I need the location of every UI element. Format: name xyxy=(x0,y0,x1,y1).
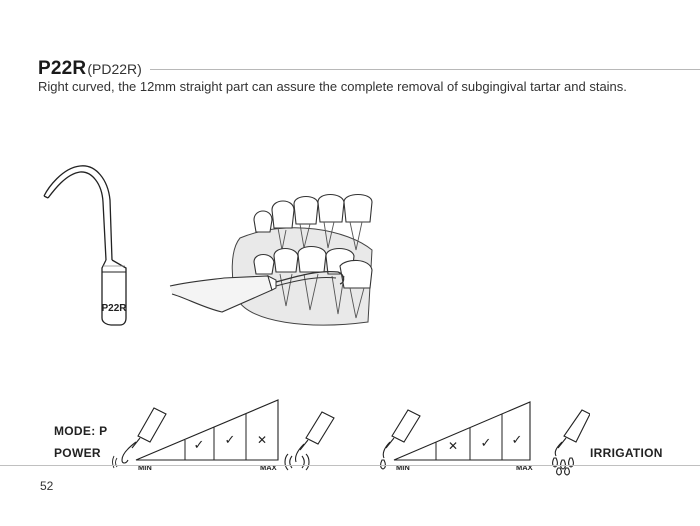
power-mark-1: ✓ xyxy=(194,438,205,453)
product-alt-code: (PD22R) xyxy=(87,61,142,77)
power-label: POWER xyxy=(54,446,101,460)
footer-divider xyxy=(0,465,700,466)
power-mark-2: ✓ xyxy=(225,433,236,448)
irrigation-min-label: MIN xyxy=(396,463,410,472)
irrigation-mark-1: ✕ xyxy=(448,439,458,453)
power-max-label: MAX xyxy=(260,463,277,472)
irrigation-mark-2: ✓ xyxy=(481,436,492,451)
irrigation-max-icon xyxy=(552,409,590,476)
power-scale-graphic: ✓ ✓ ✕ MIN MAX xyxy=(112,399,335,472)
irrigation-min-icon xyxy=(380,409,421,470)
tip-engraving: P22R xyxy=(101,303,127,314)
power-mark-3: ✕ xyxy=(257,433,267,447)
title-row: P22R (PD22R) xyxy=(38,58,700,80)
header: P22R (PD22R) Right curved, the 12mm stra… xyxy=(38,58,700,93)
scaler-tip-illustration: P22R xyxy=(43,165,127,326)
scaler-min-icon xyxy=(112,407,167,469)
irrigation-max-label: MAX xyxy=(516,463,533,472)
scaler-max-icon xyxy=(284,411,335,471)
product-description: Right curved, the 12mm straight part can… xyxy=(38,79,627,94)
power-min-label: MIN xyxy=(138,463,152,472)
irrigation-scale-graphic: ✕ ✓ ✓ MIN MAX xyxy=(380,401,590,476)
product-code: P22R xyxy=(38,58,87,79)
irrigation-mark-3: ✓ xyxy=(512,433,523,448)
irrigation-label: IRRIGATION xyxy=(590,446,663,460)
page-number: 52 xyxy=(40,479,54,493)
jaw-illustration xyxy=(169,193,373,326)
title-divider xyxy=(149,69,700,70)
mode-label: MODE: P xyxy=(54,424,108,438)
